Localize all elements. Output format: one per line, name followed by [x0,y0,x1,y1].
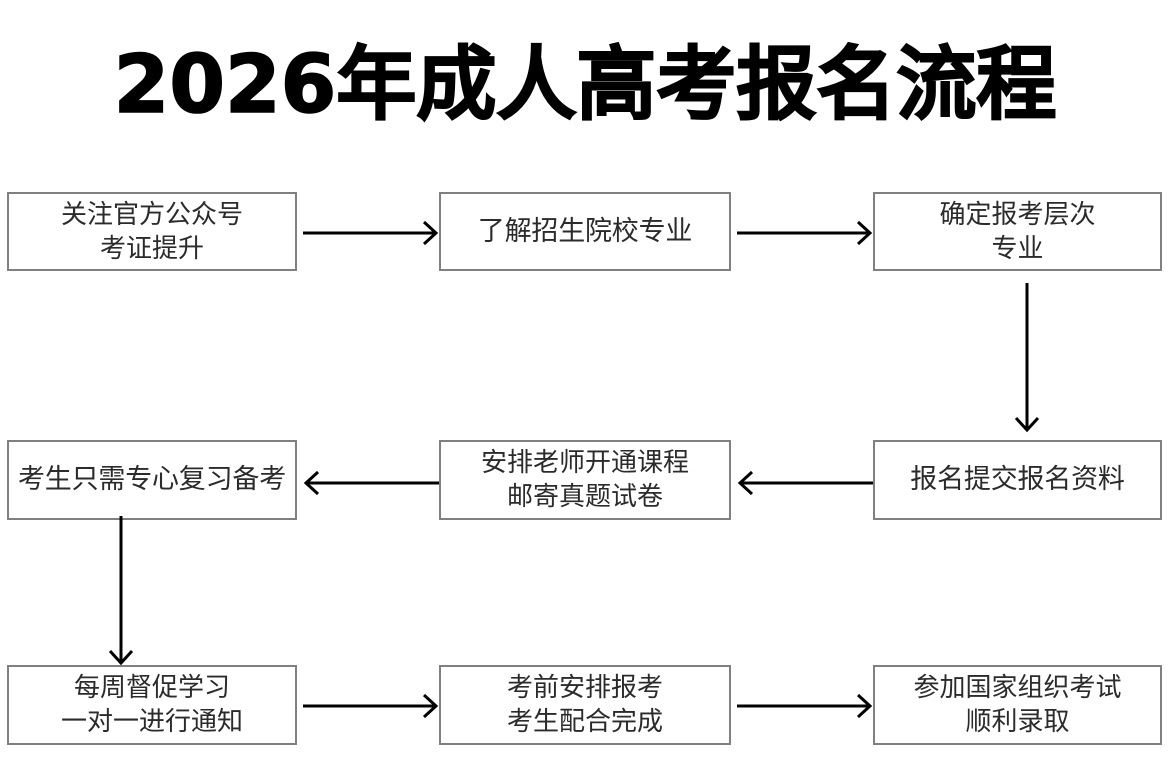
flow-node-line: 报名提交报名资料 [910,464,1125,495]
arrow-right-icon [737,216,873,250]
flow-node-line: 关注官方公众号 [60,199,243,230]
flow-node-line: 了解招生院校专业 [477,215,693,247]
flow-node-line: 考证提升 [99,233,204,264]
flow-node-line: 参加国家组织考试 [913,673,1122,703]
flow-node-follow-official-account[interactable]: 关注官方公众号 考证提升 [7,192,297,271]
arrow-left-icon [303,466,439,500]
flow-node-take-exam-admitted[interactable]: 参加国家组织考试 顺利录取 [873,665,1162,745]
flow-node-weekly-supervision[interactable]: 每周督促学习 一对一进行通知 [7,665,297,745]
flow-node-line: 每周督促学习 [73,673,230,703]
arrow-right-icon [303,689,439,723]
flow-node-teacher-course-and-papers[interactable]: 安排老师开通课程 邮寄真题试卷 [439,440,731,520]
flow-node-submit-application[interactable]: 报名提交报名资料 [873,440,1162,520]
arrow-down-icon [1010,283,1044,433]
arrow-down-icon [104,516,138,666]
flow-node-learn-schools-majors[interactable]: 了解招生院校专业 [439,192,731,271]
arrow-right-icon [303,216,439,250]
page-title: 2026年成人高考报名流程 [113,37,1057,132]
arrow-right-icon [737,689,873,723]
flow-node-line: 确定报考层次 [939,199,1096,230]
flow-node-line: 安排老师开通课程 [480,448,689,478]
flow-node-line: 考生只需专心复习备考 [18,464,286,495]
flow-node-line: 顺利录取 [965,707,1070,737]
flow-node-pre-exam-registration[interactable]: 考前安排报考 考生配合完成 [439,665,731,745]
flow-node-focus-on-review[interactable]: 考生只需专心复习备考 [7,440,297,520]
flow-node-confirm-level-major[interactable]: 确定报考层次 专业 [873,192,1162,271]
flow-node-line: 一对一进行通知 [60,707,243,737]
flow-node-line: 考生配合完成 [506,707,663,737]
flow-node-line: 邮寄真题试卷 [506,482,663,512]
arrow-left-icon [737,466,873,500]
flow-node-line: 考前安排报考 [506,673,663,703]
flow-node-line: 专业 [991,233,1044,264]
